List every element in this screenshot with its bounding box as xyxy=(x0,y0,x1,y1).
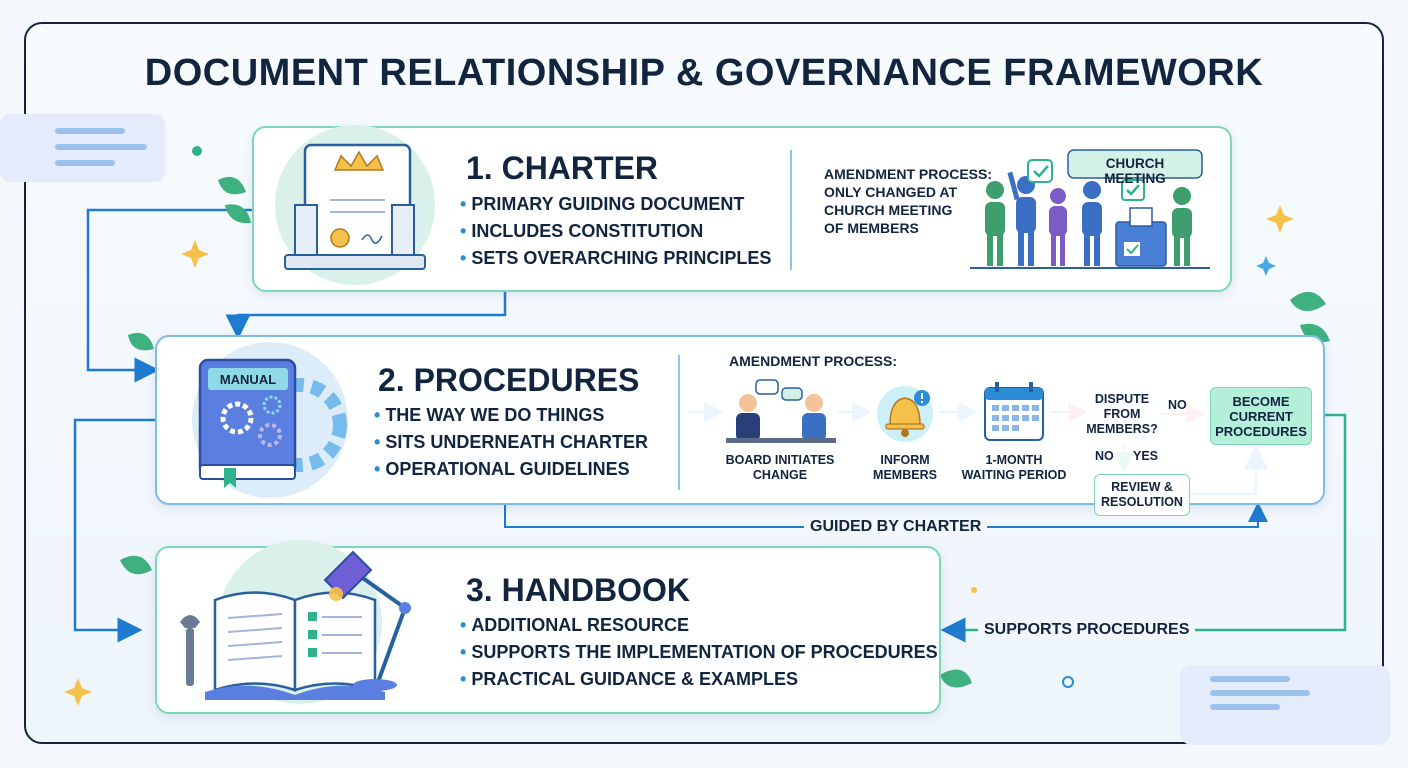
list-item: PRACTICAL GUIDANCE & EXAMPLES xyxy=(460,666,938,693)
leaf-icon xyxy=(1290,291,1326,312)
list-item: INCLUDES CONSTITUTION xyxy=(460,218,771,245)
sparkle-icon xyxy=(1256,256,1276,276)
procedures-bullets: THE WAY WE DO THINGS SITS UNDERNEATH CHA… xyxy=(374,402,648,483)
guided-by-charter-label: GUIDED BY CHARTER xyxy=(804,518,988,536)
sparkle-icon xyxy=(64,678,92,706)
become-current-procedures: BECOME CURRENT PROCEDURES xyxy=(1210,387,1312,445)
step-waiting-period: 1-MONTH WAITING PERIOD xyxy=(961,453,1067,482)
charter-amendment-text: AMENDMENT PROCESS: ONLY CHANGED AT CHURC… xyxy=(824,166,993,236)
leaf-icon xyxy=(120,555,152,575)
list-item: ADDITIONAL RESOURCE xyxy=(460,612,938,639)
list-item: OPERATIONAL GUIDELINES xyxy=(374,456,648,483)
supports-procedures-label: SUPPORTS PROCEDURES xyxy=(978,621,1196,639)
divider xyxy=(790,150,792,270)
label-no-down: NO xyxy=(1095,449,1114,463)
list-item: SUPPORTS THE IMPLEMENTATION OF PROCEDURE… xyxy=(460,639,937,666)
sparkle-icon xyxy=(181,240,209,268)
arrow-charter-procedures-left xyxy=(86,208,252,383)
church-meeting-sign: CHURCH MEETING xyxy=(1104,156,1166,186)
step-inform-members: INFORM MEMBERS xyxy=(873,453,937,482)
page-title: DOCUMENT RELATIONSHIP & GOVERNANCE FRAME… xyxy=(144,52,1264,94)
label-yes-down: YES xyxy=(1133,449,1159,463)
review-resolution: REVIEW & RESOLUTION xyxy=(1094,474,1190,516)
sparkle-icon xyxy=(1266,205,1294,233)
decor-tab-right xyxy=(1180,665,1390,745)
dispute-question: DISPUTE FROM MEMBERS? xyxy=(1086,392,1158,436)
procedures-heading: 2. PROCEDURES xyxy=(378,362,640,398)
list-item: PRIMARY GUIDING DOCUMENT xyxy=(460,191,771,218)
leaf-icon xyxy=(218,176,246,195)
list-item: SETS OVERARCHING PRINCIPLES xyxy=(460,245,771,272)
charter-bullets: PRIMARY GUIDING DOCUMENT INCLUDES CONSTI… xyxy=(460,191,771,272)
list-item: SITS UNDERNEATH CHARTER xyxy=(374,429,648,456)
label-no-right: NO xyxy=(1168,398,1187,412)
step-board-initiates: BOARD INITIATES CHANGE xyxy=(725,453,835,482)
leaf-icon xyxy=(940,669,972,688)
procedures-amendment-title: AMENDMENT PROCESS: xyxy=(729,353,898,369)
divider xyxy=(678,355,680,490)
arrow-charter-procedures-top xyxy=(225,292,507,340)
manual-label: MANUAL xyxy=(219,372,277,387)
handbook-bullets: ADDITIONAL RESOURCE SUPPORTS THE IMPLEME… xyxy=(460,612,938,693)
charter-heading: 1. CHARTER xyxy=(466,150,659,186)
handbook-heading: 3. HANDBOOK xyxy=(466,572,691,608)
arrow-procedures-handbook xyxy=(73,418,155,643)
list-item: THE WAY WE DO THINGS xyxy=(374,402,648,429)
